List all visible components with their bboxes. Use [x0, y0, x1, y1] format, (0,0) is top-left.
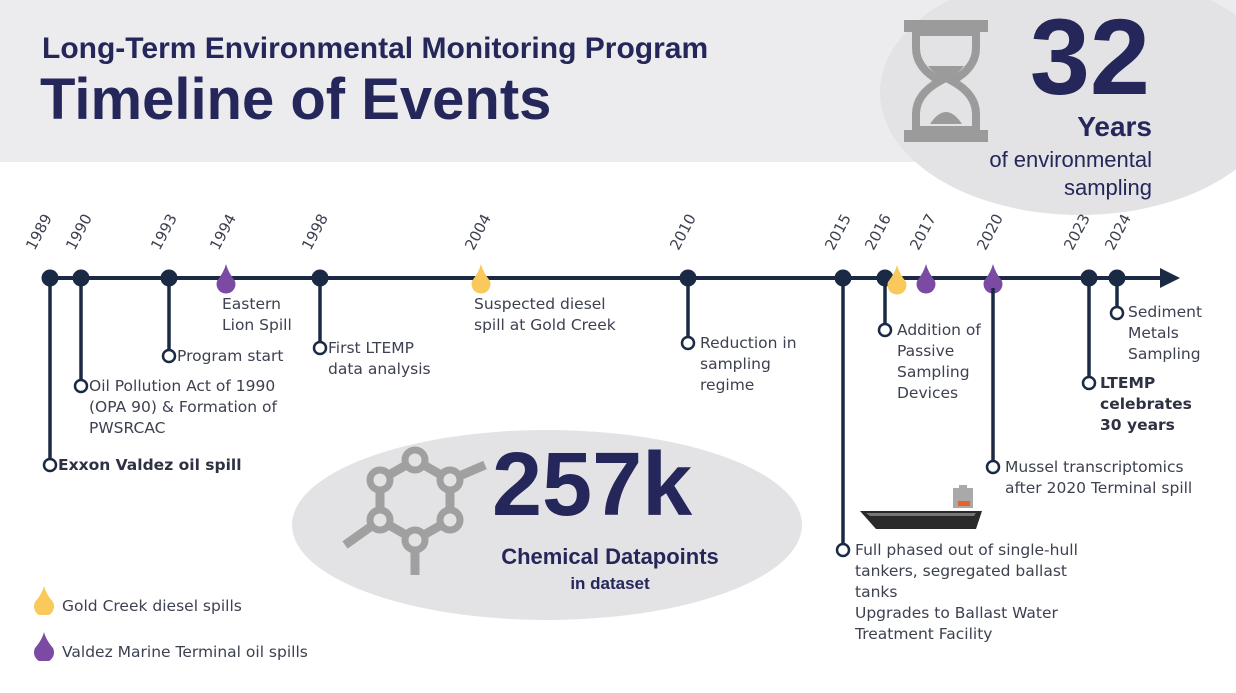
event-dot-1990 — [72, 269, 90, 287]
event-endpoint-icon — [835, 542, 851, 558]
event-dot-2015 — [834, 269, 852, 287]
event-endpoint-icon — [73, 378, 89, 394]
years-caption-1: of environmental — [989, 147, 1152, 172]
page-title: Timeline of Events — [40, 67, 552, 132]
event-dot-2010 — [679, 269, 697, 287]
event-endpoint-icon — [42, 457, 58, 473]
event-label-2024: Sediment Metals Sampling — [1128, 303, 1203, 363]
molecule-icon — [342, 446, 487, 575]
event-label-2004: Suspected diesel spill at Gold Creek — [474, 295, 616, 334]
legend-label: Gold Creek diesel spills — [62, 597, 242, 615]
event-dot-2024 — [1108, 269, 1126, 287]
event-label-2023: LTEMP celebrates 30 years — [1100, 374, 1192, 434]
event-label-2015: Full phased out of single-hull tankers, … — [855, 541, 1078, 643]
event-label-2010: Reduction in sampling regime — [700, 334, 797, 394]
event-endpoint-icon — [312, 340, 328, 356]
event-dot-1993 — [160, 269, 178, 287]
event-label-2016: Addition of Passive Sampling Devices — [897, 321, 981, 402]
legend-label: Valdez Marine Terminal oil spills — [62, 643, 308, 661]
years-value: 32 — [1029, 0, 1150, 117]
terminal-spill-drop-icon — [216, 264, 236, 294]
page-subtitle: Long-Term Environmental Monitoring Progr… — [42, 32, 709, 65]
tanker-ship-icon — [860, 485, 982, 529]
timeline-arrow-icon — [1160, 268, 1180, 288]
event-endpoint-icon — [680, 335, 696, 351]
event-label-1990: Oil Pollution Act of 1990 (OPA 90) & For… — [89, 377, 277, 437]
datapoints-sublabel: in dataset — [570, 574, 650, 593]
event-endpoint-icon — [1109, 305, 1125, 321]
event-label-1994: Eastern Lion Spill — [222, 295, 292, 334]
event-endpoint-icon — [985, 459, 1001, 475]
event-label-1989: Exxon Valdez oil spill — [58, 456, 242, 474]
event-dot-1998 — [311, 269, 329, 287]
terminal-spill-drop-icon — [916, 264, 936, 294]
event-label-2020: Mussel transcriptomics after 2020 Termin… — [1005, 458, 1193, 497]
legend-drop-icon — [34, 632, 54, 661]
years-unit: Years — [1077, 111, 1152, 142]
datapoints-value: 257k — [492, 435, 693, 535]
datapoints-label: Chemical Datapoints — [501, 544, 719, 569]
years-caption-2: sampling — [1063, 175, 1152, 200]
event-label-1998: First LTEMP data analysis — [328, 339, 431, 378]
legend-drop-icon — [34, 586, 54, 615]
diesel-spill-drop-icon — [471, 264, 491, 294]
event-dot-1989 — [41, 269, 59, 287]
diesel-spill-drop-icon — [887, 265, 907, 295]
event-endpoint-icon — [161, 348, 177, 364]
terminal-spill-drop-icon — [983, 264, 1003, 294]
event-label-1993: Program start — [177, 347, 284, 365]
event-endpoint-icon — [877, 322, 893, 338]
event-dot-2023 — [1080, 269, 1098, 287]
event-endpoint-icon — [1081, 375, 1097, 391]
hourglass-icon — [904, 20, 988, 142]
